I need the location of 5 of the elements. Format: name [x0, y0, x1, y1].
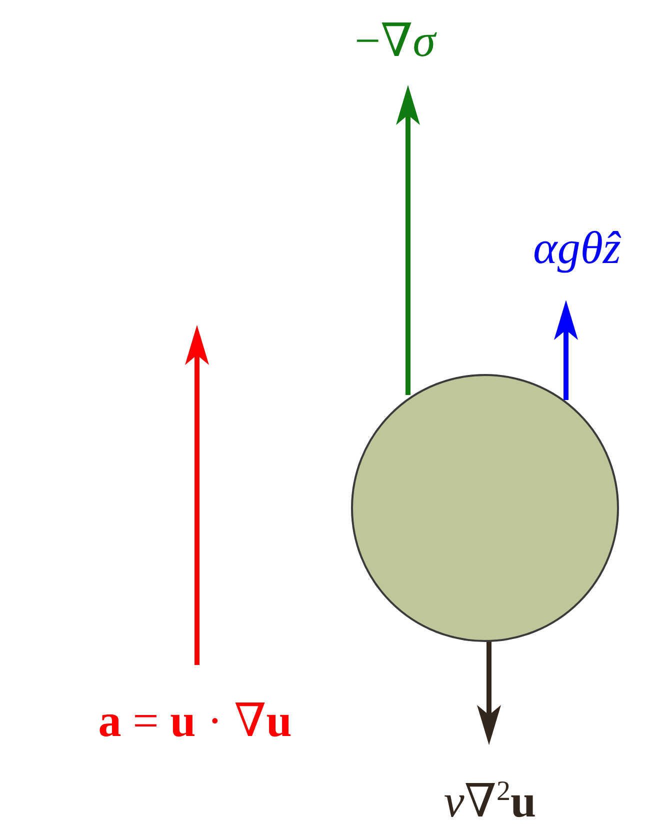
force-label: −∇σ — [354, 18, 436, 64]
particle-circle — [350, 373, 620, 643]
force-label: ν∇$^{2}$u — [444, 778, 536, 824]
force-label: αgθẑ — [533, 225, 621, 271]
force-label: a = u · ∇u — [98, 698, 292, 744]
